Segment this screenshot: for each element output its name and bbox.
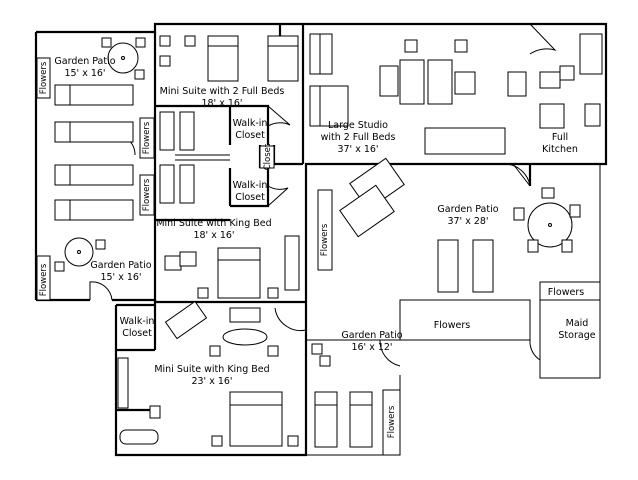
furniture-mini-suite-king-2 [117, 300, 299, 447]
furniture-garden-patio-sw [54, 237, 106, 272]
maid-storage-name2: Storage [558, 330, 595, 341]
flower-beds [36, 57, 601, 456]
mini-suite-king-2-name: Mini Suite with King Bed [154, 364, 269, 375]
flowers-label-7: Flowers [548, 287, 584, 298]
flowers-label-2: Flowers [142, 121, 152, 154]
flowers-label-1: Flowers [39, 61, 49, 94]
large-studio-name: Large Studio [328, 120, 388, 131]
walkin-closet-2-name: Walk-in [233, 180, 268, 191]
large-studio-name2: with 2 Full Beds [321, 132, 396, 143]
garden-patio-sw-name: Garden Patio [90, 260, 151, 271]
door-swings [89, 23, 557, 367]
garden-patio-small-size: 16' x 12' [351, 342, 392, 353]
walkin-closet-1-name2: Closet [235, 130, 265, 141]
garden-patio-small-name: Garden Patio [341, 330, 402, 341]
mini-suite-king-1-name: Mini Suite with King Bed [156, 218, 271, 229]
maid-storage-name: Maid [566, 318, 589, 329]
furniture-garden-patio-small [311, 343, 373, 448]
furniture-mini-suite-2beds [159, 35, 299, 204]
closet-small-name: Closet [263, 143, 273, 170]
furniture-large-studio [309, 33, 603, 155]
garden-patio-sw-size: 15' x 16' [100, 272, 141, 283]
garden-patio-nw-name: Garden Patio [54, 56, 115, 67]
garden-patio-center-name: Garden Patio [437, 204, 498, 215]
full-kitchen-name2: Kitchen [542, 144, 578, 155]
furniture-garden-patio-center [339, 157, 581, 293]
flowers-label-5: Flowers [320, 223, 330, 256]
walkin-closet-3-name2: Closet [122, 328, 152, 339]
large-studio-size: 37' x 16' [337, 144, 378, 155]
flowers-label-6: Flowers [434, 320, 470, 331]
garden-patio-center-size: 37' x 28' [447, 216, 488, 227]
walkin-closet-1-name: Walk-in [233, 118, 268, 129]
flower-labels: Flowers Flowers Flowers Flowers Flowers … [39, 61, 584, 438]
flowers-label-3: Flowers [142, 178, 152, 211]
mini-suite-king-1-size: 18' x 16' [193, 230, 234, 241]
furniture-mini-suite-king-1 [164, 235, 300, 299]
room-labels: Garden Patio 15' x 16' Mini Suite with 2… [54, 56, 595, 387]
mini-suite-king-2-size: 23' x 16' [191, 376, 232, 387]
flowers-label-4: Flowers [39, 263, 49, 296]
furniture-garden-patio-nw [54, 37, 146, 221]
mini-suite-2beds-name: Mini Suite with 2 Full Beds [160, 86, 285, 97]
mini-suite-2beds-size: 18' x 16' [201, 98, 242, 109]
walkin-closet-3-name: Walk-in [120, 316, 155, 327]
walkin-closet-2-name2: Closet [235, 192, 265, 203]
full-kitchen-name: Full [552, 132, 568, 143]
flowers-label-8: Flowers [387, 405, 397, 438]
garden-patio-nw-size: 15' x 16' [64, 68, 105, 79]
